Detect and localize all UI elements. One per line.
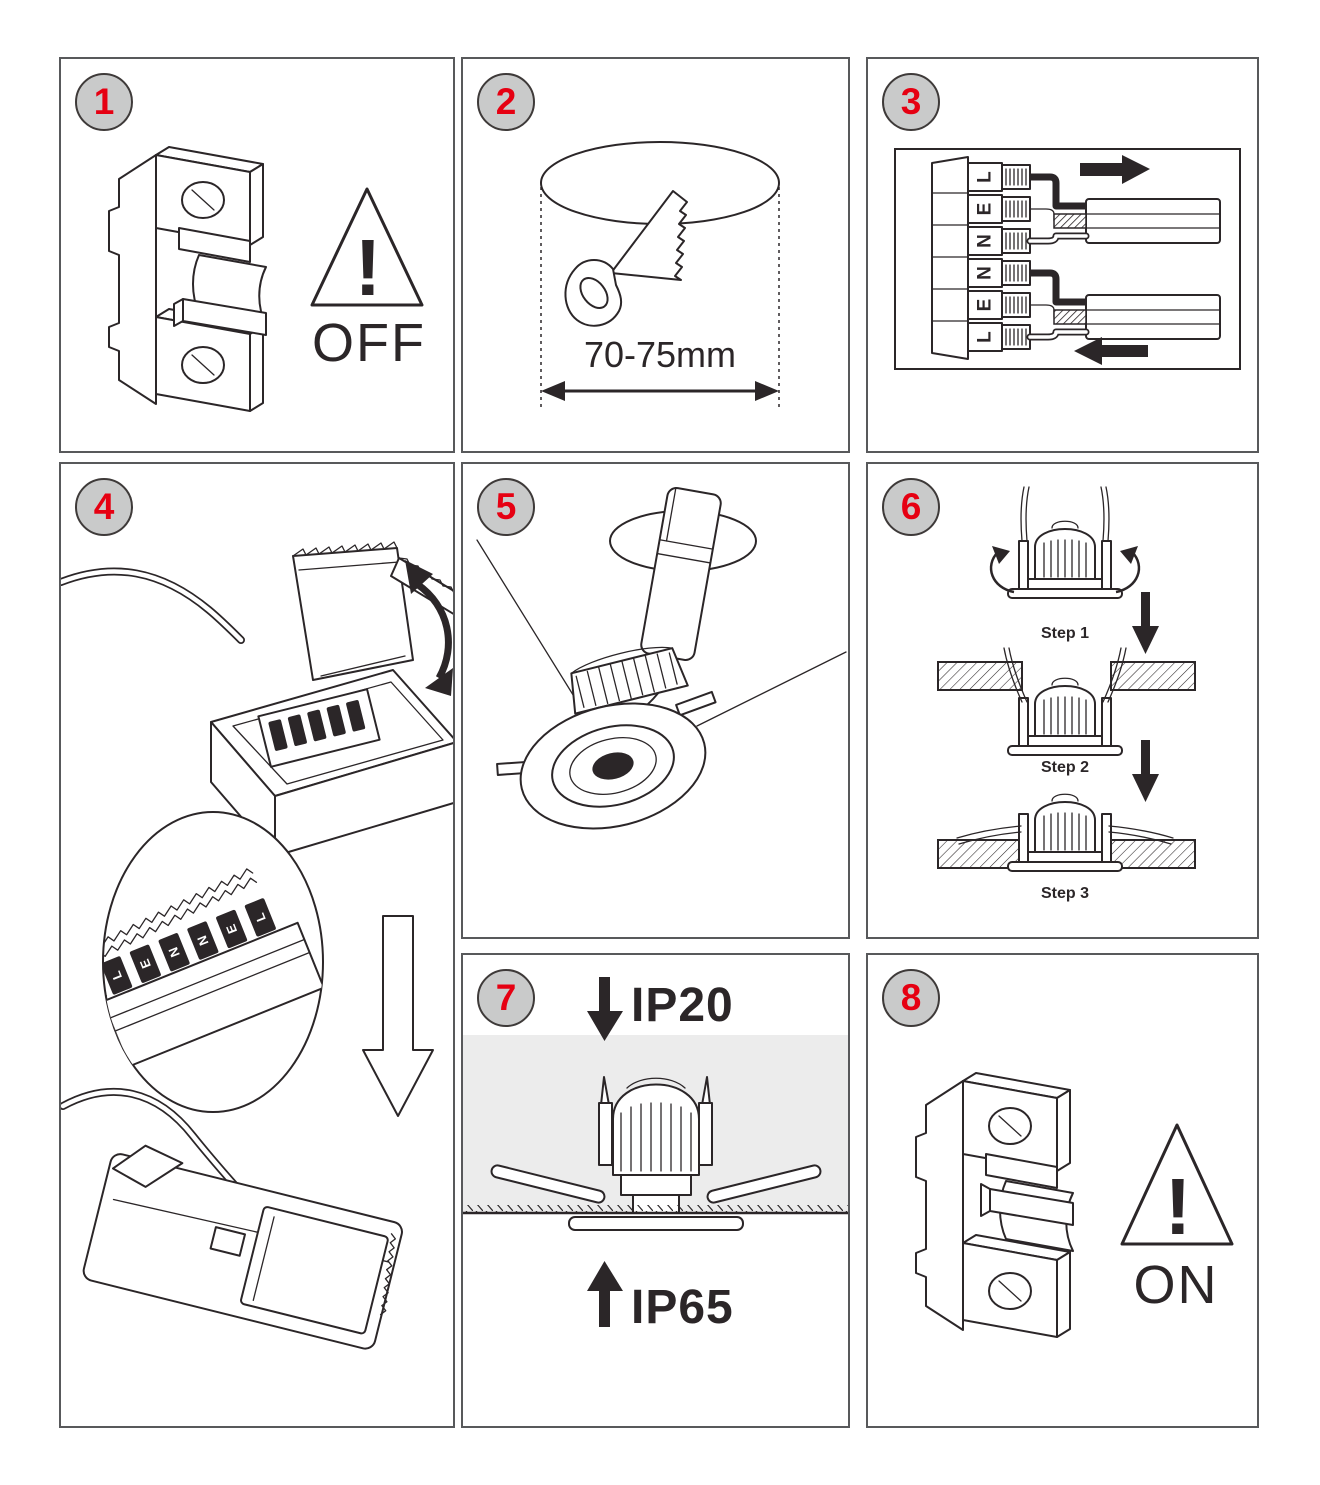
step-number: 7 <box>495 977 517 1018</box>
step-number: 4 <box>93 486 115 527</box>
step-number-badge: 5 <box>477 478 535 536</box>
circuit-breaker-icon <box>108 146 267 412</box>
wire-in-arrow-icon <box>1080 155 1150 184</box>
ceiling-hatch <box>463 1205 848 1213</box>
driver-box-open-figure <box>61 541 453 857</box>
driver-connection-figure: L E N N E L <box>61 541 453 1350</box>
step-number: 8 <box>900 977 922 1018</box>
springs-up <box>1020 486 1110 542</box>
step4-driver-connection-panel: 4 <box>59 462 455 1428</box>
warning-triangle-icon: ! <box>310 187 424 312</box>
rotate-arrow-right-icon <box>1115 546 1141 594</box>
step-number: 1 <box>93 81 115 122</box>
trim-plate <box>568 1216 744 1231</box>
power-state-label: OFF <box>312 313 426 373</box>
down-arrow-icon <box>1132 592 1159 654</box>
step-number-badge: 3 <box>882 73 940 131</box>
power-off-figure: ! OFF <box>108 146 426 412</box>
warning-triangle-icon: ! <box>1120 1123 1234 1251</box>
lens-center <box>592 752 634 780</box>
springs-flat <box>956 825 1174 845</box>
hole-dimension-label: 70-75mm <box>584 334 736 375</box>
step-number-badge: 7 <box>477 969 535 1027</box>
clip-step1-figure: Step 1 <box>989 486 1141 642</box>
step-number: 6 <box>900 486 922 527</box>
step7-ip-rating-panel: 7 IP20 <box>461 953 850 1428</box>
ip20-arrow-icon <box>587 977 623 1041</box>
dimension-arrow-left-icon <box>541 381 565 401</box>
step-number: 5 <box>495 486 517 527</box>
step5-insert-fixture-panel: 5 <box>461 462 850 939</box>
step-number-badge: 8 <box>882 969 940 1027</box>
recessed-fixture-cross-section <box>490 1076 822 1231</box>
step-number-badge: 6 <box>882 478 940 536</box>
terminal-label: E <box>975 203 996 216</box>
dimension-arrow-right-icon <box>755 381 779 401</box>
step-label: Step 3 <box>1041 885 1089 902</box>
power-on-figure: ! ON <box>915 1072 1234 1338</box>
terminal-label: N <box>975 234 996 248</box>
downlight-figure <box>496 646 717 830</box>
step-label: Step 2 <box>1041 759 1089 776</box>
ceiling-leader-line-left <box>476 539 576 699</box>
spring-tab-right <box>675 690 717 717</box>
terminal-block: L E N N <box>931 156 1031 360</box>
circuit-breaker-icon <box>915 1072 1074 1338</box>
open-close-arrow-icon <box>405 560 453 696</box>
step-number: 3 <box>900 81 922 122</box>
driver-terminal-row <box>257 688 381 768</box>
step2-cut-hole-panel: 2 70-75mm <box>461 57 850 453</box>
terminal-closeup-figure: L E N N E L <box>102 811 324 1113</box>
step6-clip-installation-panel: 6 <box>866 462 1259 939</box>
ip-rating-figure: IP20 IP65 <box>463 977 848 1334</box>
next-step-down-arrow-icon <box>362 915 434 1117</box>
clip-step3-figure: Step 3 <box>937 793 1196 902</box>
terminal-label: E <box>975 299 996 312</box>
step-number: 2 <box>495 81 517 122</box>
clip-installation-figure: Step 1 Step 2 <box>937 486 1196 902</box>
rating-above-label: IP20 <box>631 979 734 1032</box>
step-number-badge: 4 <box>75 478 133 536</box>
step1-power-off-panel: 1 ! OFF <box>59 57 455 453</box>
ip65-arrow-icon <box>587 1261 623 1327</box>
torsion-spring-right <box>706 1164 822 1204</box>
handsaw-icon <box>564 190 688 327</box>
torsion-spring-left <box>490 1164 606 1204</box>
insert-fixture-figure <box>476 487 847 830</box>
step-number-badge: 1 <box>75 73 133 131</box>
step-label: Step 1 <box>1041 625 1089 642</box>
rating-below-label: IP65 <box>631 1281 734 1334</box>
clip-step2-figure: Step 2 <box>937 647 1196 776</box>
power-state-label: ON <box>1134 1255 1219 1315</box>
driver-box-closed-figure <box>61 1087 403 1350</box>
warning-exclamation: ! <box>355 223 382 312</box>
wire-out-arrow-icon <box>1074 337 1148 365</box>
springs-angled <box>1003 647 1127 703</box>
terminal-label: N <box>975 266 996 280</box>
supply-cable-bottom <box>1026 269 1221 341</box>
cut-hole-figure: 70-75mm <box>540 141 780 411</box>
terminal-label: L <box>975 171 996 183</box>
step8-power-on-panel: 8 ! ON <box>866 953 1259 1428</box>
step3-wiring-panel: 3 L E <box>866 57 1259 453</box>
ceiling-leader-line-right <box>696 651 847 727</box>
wiring-box-frame <box>894 148 1241 370</box>
wiring-figure: L E N N <box>894 148 1241 370</box>
supply-cable-top <box>1026 173 1221 245</box>
rotate-arrow-left-icon <box>989 546 1015 594</box>
down-arrow-icon <box>1132 740 1159 802</box>
warning-exclamation: ! <box>1165 1162 1192 1251</box>
step-number-badge: 2 <box>477 73 535 131</box>
terminal-label: L <box>975 331 996 343</box>
dimension-lines: 70-75mm <box>540 187 780 411</box>
